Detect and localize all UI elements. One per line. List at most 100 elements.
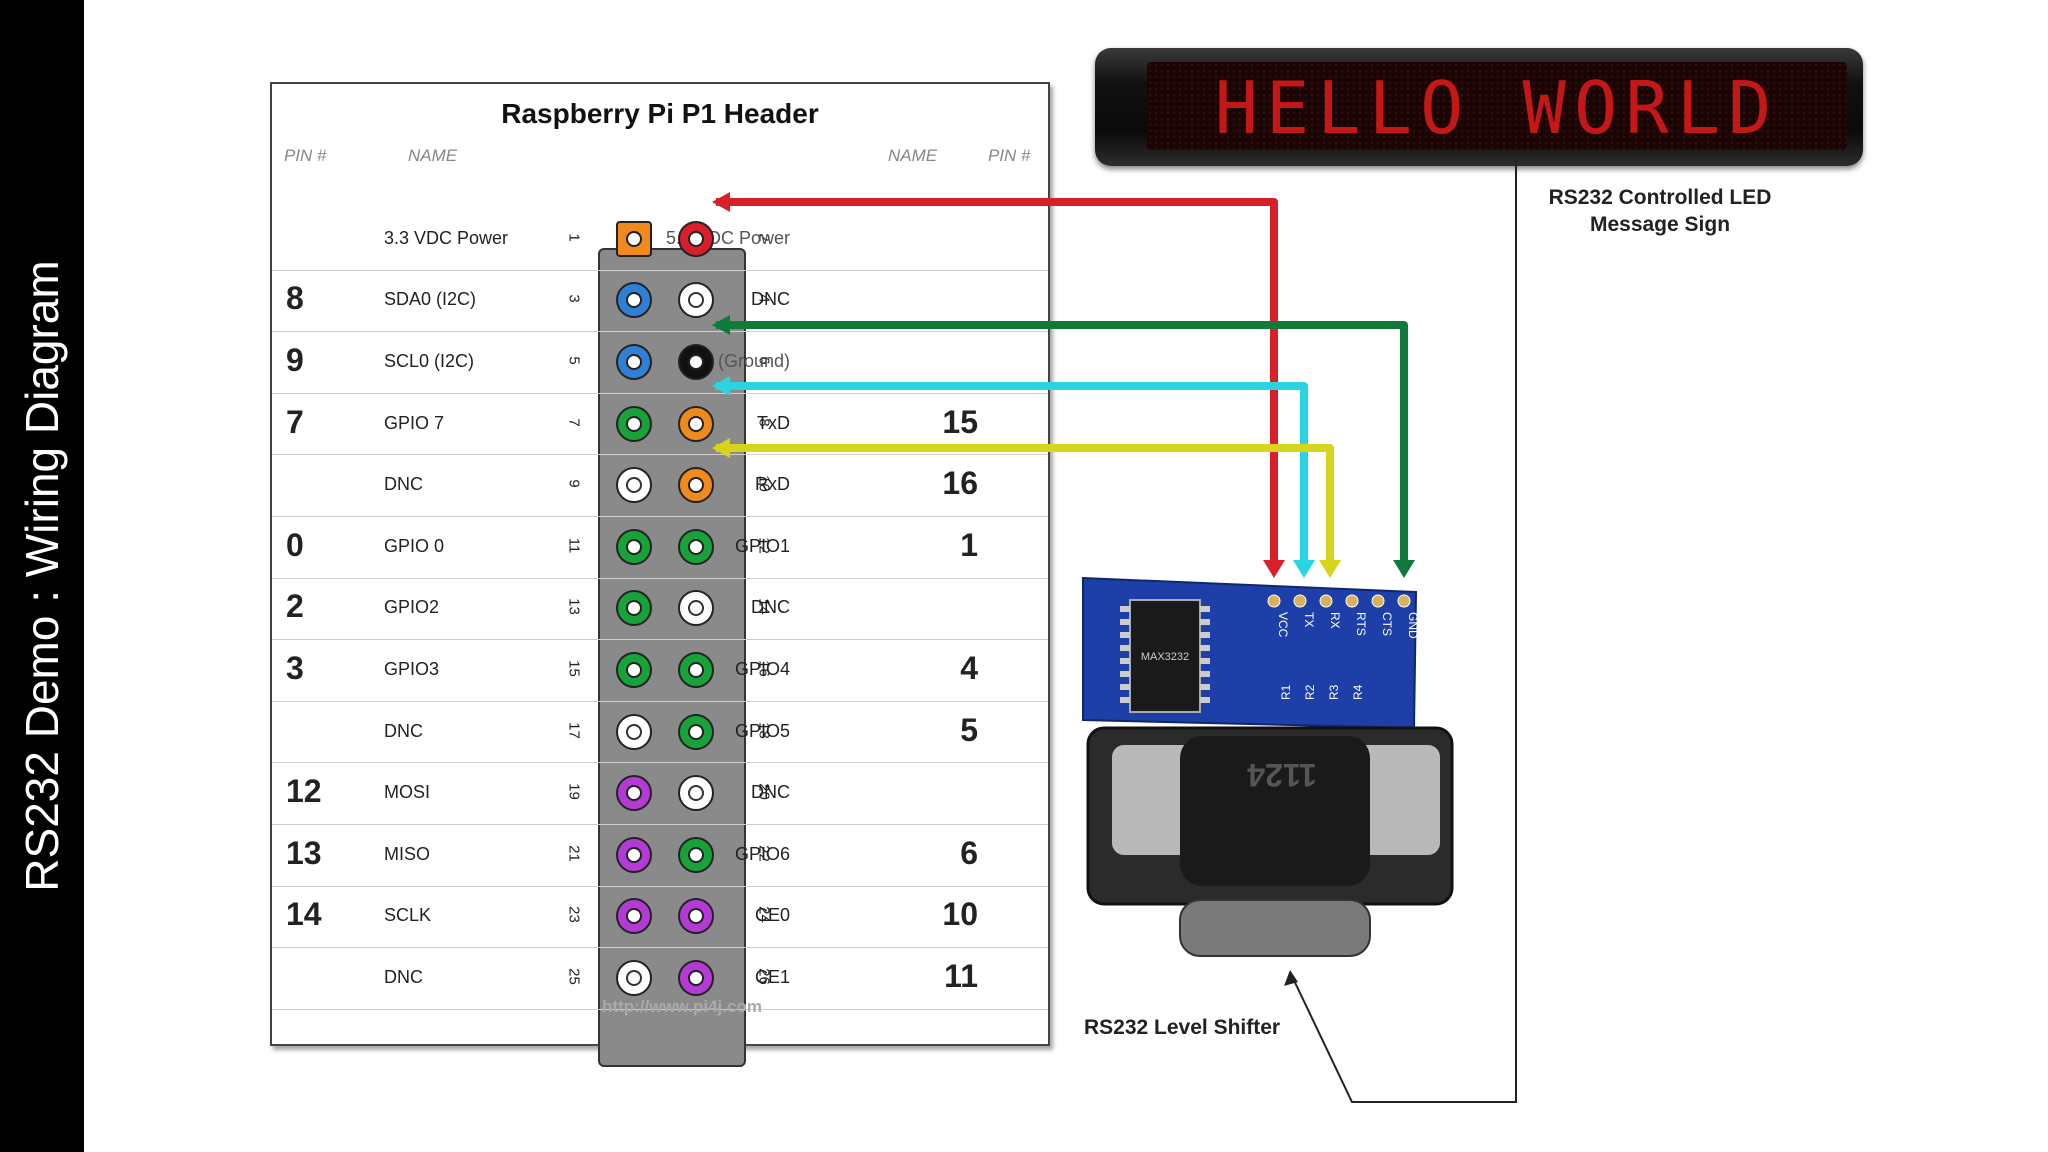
row-divider — [272, 270, 1048, 271]
row-divider — [272, 393, 1048, 394]
chip-leg — [1120, 658, 1130, 664]
level-shifter-caption: RS232 Level Shifter — [1084, 1016, 1281, 1039]
chip-leg — [1120, 619, 1130, 625]
pin-10-icon — [678, 467, 714, 503]
shifter-pin-label: GND — [1406, 612, 1420, 639]
ground-wire — [716, 321, 1408, 566]
col-name-right: NAME — [888, 146, 938, 165]
chip-leg — [1120, 671, 1130, 677]
pi-header-panel: Raspberry Pi P1 Header PIN # NAME NAME P… — [270, 82, 1050, 1067]
rxd-wire — [716, 444, 1334, 566]
row-divider — [272, 762, 1048, 763]
shifter-pin-label: RX — [1328, 612, 1342, 629]
left-pin-name: SCL0 (I2C) — [384, 351, 475, 371]
txd-wire — [716, 382, 1308, 566]
shifter-pad — [1293, 594, 1307, 608]
row-divider — [272, 639, 1048, 640]
right-pin-name: CE0 — [754, 905, 790, 925]
shifter-pin-label: TX — [1302, 612, 1316, 627]
chip-leg — [1120, 697, 1130, 703]
pin-12-icon — [678, 529, 714, 565]
left-pin-name: DNC — [384, 721, 423, 741]
pin-16-icon — [678, 652, 714, 688]
pin-23-icon — [616, 898, 652, 934]
left-wpi-number: 8 — [286, 280, 304, 316]
right-pin-name: GPIO4 — [734, 659, 790, 679]
pin-5-icon — [616, 344, 652, 380]
row-divider — [272, 886, 1048, 887]
wires — [712, 192, 1415, 578]
right-wpi-number: 5 — [960, 712, 978, 748]
pin-8-icon — [678, 406, 714, 442]
pin-2-icon — [678, 221, 714, 257]
left-pin-name: DNC — [384, 967, 423, 987]
right-pin-name: DNC — [751, 782, 790, 802]
shifter-resistor-label: R2 — [1303, 684, 1317, 700]
chip-legs — [1120, 606, 1210, 703]
left-pin-name: DNC — [384, 474, 423, 494]
pin-25-icon — [616, 960, 652, 996]
chip-leg — [1200, 658, 1210, 664]
shifter-pad — [1397, 594, 1411, 608]
shifter-resistor-label: R1 — [1279, 684, 1293, 700]
pin-24-icon — [678, 898, 714, 934]
right-pin-name: DNC — [751, 289, 790, 309]
row-divider — [272, 331, 1048, 332]
row-divider — [272, 701, 1048, 702]
shifter-pad — [1371, 594, 1385, 608]
pin-9-icon — [616, 467, 652, 503]
shifter-resistor-label: R4 — [1351, 684, 1365, 700]
led-caption-line2: Message Sign — [1589, 213, 1731, 236]
right-wpi-number: 15 — [942, 404, 978, 440]
left-pin-name: 3.3 VDC Power — [384, 228, 509, 248]
right-pin-name: GPIO5 — [734, 721, 790, 741]
pin-11-icon — [616, 529, 652, 565]
left-wpi-number: 3 — [286, 650, 304, 686]
right-pin-name: GPIO1 — [734, 536, 790, 556]
right-wpi-number: 4 — [960, 650, 978, 686]
chip-leg — [1200, 645, 1210, 651]
pin-6-icon — [678, 344, 714, 380]
header-title: Raspberry Pi P1 Header — [501, 98, 819, 129]
right-pin-name: 0V (Ground) — [690, 351, 790, 371]
left-pin-name: GPIO2 — [384, 597, 440, 617]
row-divider — [272, 947, 1048, 948]
chip-leg — [1200, 697, 1210, 703]
pin-19-icon — [616, 775, 652, 811]
col-pin-left: PIN # — [284, 146, 327, 165]
right-wpi-number: 11 — [944, 958, 978, 994]
chip-leg — [1120, 645, 1130, 651]
col-pin-right: PIN # — [988, 146, 1031, 165]
pin-4-icon — [678, 282, 714, 318]
ic-chip — [1129, 599, 1201, 713]
power-wire-arrowhead — [1263, 560, 1285, 578]
led-sign: HELLO WORLD — [1095, 48, 1863, 166]
callout-arrowhead — [1284, 970, 1298, 986]
shifter-pad — [1345, 594, 1359, 608]
txd-wire-arrowhead — [1293, 560, 1315, 578]
shifter-pad — [1267, 594, 1281, 608]
pin-21-icon — [616, 837, 652, 873]
shifter-pin-label: CTS — [1380, 612, 1394, 636]
col-name-left: NAME — [408, 146, 458, 165]
right-pin-name: TxD — [757, 413, 790, 433]
chip-leg — [1200, 606, 1210, 612]
led-display-text: HELLO WORLD — [1214, 66, 1780, 150]
left-wpi-number: 12 — [286, 773, 322, 809]
right-pin-name: GPIO6 — [734, 844, 790, 864]
row-divider — [272, 1009, 1048, 1010]
txd-wire-start-arrowhead — [712, 376, 730, 396]
left-pin-name: GPIO 0 — [384, 536, 445, 556]
pin-20-icon — [678, 775, 714, 811]
rxd-wire-start-arrowhead — [712, 438, 730, 458]
pin-18-icon — [678, 714, 714, 750]
right-wpi-number: 10 — [942, 896, 978, 932]
left-wpi-number: 9 — [286, 342, 304, 378]
pin-15-icon — [616, 652, 652, 688]
sidebar — [0, 0, 84, 1152]
pin-3-icon — [616, 282, 652, 318]
connector-label: 1124 — [1247, 757, 1317, 793]
